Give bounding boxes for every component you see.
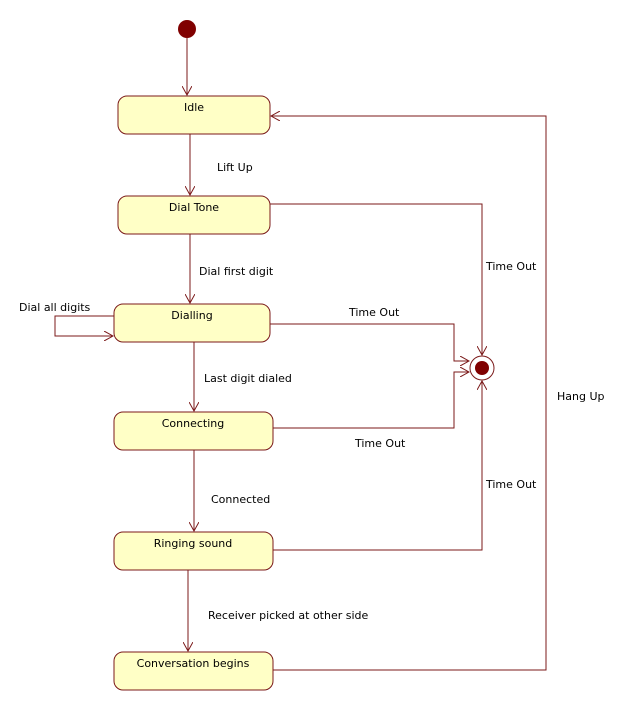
state-conversation-begins[interactable]: Conversation begins — [113, 651, 274, 691]
label-receiver-picked: Receiver picked at other side — [208, 609, 369, 622]
label-dial-all-digits: Dial all digits — [19, 301, 91, 314]
final-node — [469, 355, 495, 381]
label-timeout-dial-tone: Time Out — [485, 260, 537, 273]
state-dial-tone[interactable]: Dial Tone — [117, 195, 271, 235]
transition-timeout-dialling — [270, 323, 469, 361]
label-last-digit-dialed: Last digit dialed — [204, 372, 292, 385]
transition-timeout-ringing — [273, 381, 482, 551]
state-label: Dialling — [171, 309, 212, 322]
label-lift-up: Lift Up — [217, 161, 253, 174]
transition-timeout-dial-tone — [270, 203, 482, 355]
label-timeout-dialling: Time Out — [348, 306, 400, 319]
state-label: Ringing sound — [154, 537, 233, 550]
transition-timeout-connecting — [273, 372, 469, 429]
state-label: Connecting — [162, 417, 225, 430]
transition-dial-all-digits — [54, 315, 114, 336]
label-hang-up: Hang Up — [557, 390, 605, 403]
state-ringing-sound[interactable]: Ringing sound — [113, 531, 274, 571]
initial-node — [178, 20, 196, 38]
label-connected: Connected — [211, 493, 270, 506]
state-label: Dial Tone — [169, 201, 219, 214]
state-idle[interactable]: Idle — [117, 95, 271, 135]
label-timeout-connecting: Time Out — [354, 437, 406, 450]
label-timeout-ringing: Time Out — [485, 478, 537, 491]
state-label: Idle — [184, 101, 204, 114]
label-dial-first-digit: Dial first digit — [199, 265, 274, 278]
state-connecting[interactable]: Connecting — [113, 411, 274, 451]
transition-hang-up — [271, 116, 547, 671]
state-dialling[interactable]: Dialling — [113, 303, 271, 343]
state-label: Conversation begins — [137, 657, 250, 670]
